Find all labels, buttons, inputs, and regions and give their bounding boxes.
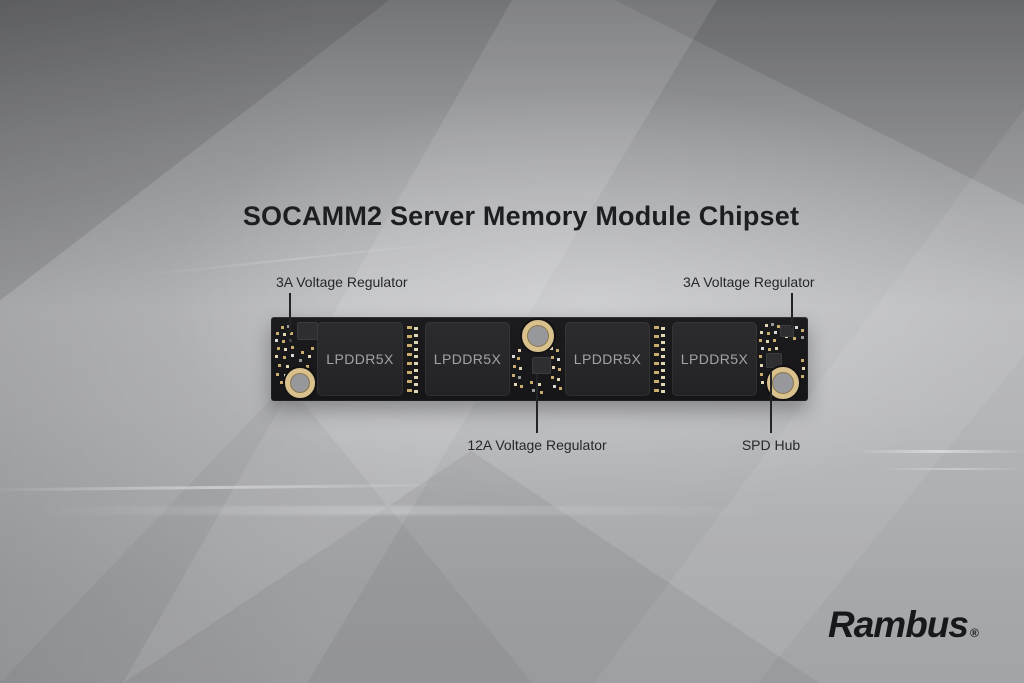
capacitor-strip bbox=[653, 324, 667, 394]
memory-module-board: LPDDR5X LPDDR5X LPDDR5X LPDDR5X bbox=[271, 317, 808, 401]
mounting-hole-right bbox=[767, 367, 799, 399]
smd-components-center bbox=[512, 347, 515, 350]
callout-line-spd-hub bbox=[770, 372, 772, 433]
callout-label-12a-regulator: 12A Voltage Regulator bbox=[467, 437, 607, 453]
spd-hub-chip bbox=[766, 353, 782, 368]
callout-line-3a-regulator-left bbox=[289, 293, 291, 333]
background-light-streak bbox=[880, 468, 1024, 470]
mounting-hole-left bbox=[285, 368, 315, 398]
memory-chip-label: LPDDR5X bbox=[573, 351, 642, 367]
callout-label-spd-hub: SPD Hub bbox=[741, 437, 801, 453]
brand-logo: Rambus® bbox=[828, 604, 979, 646]
callout-line-12a-regulator bbox=[536, 374, 538, 433]
background-light-streak bbox=[0, 483, 451, 492]
callout-label-3a-regulator-right: 3A Voltage Regulator bbox=[683, 274, 815, 290]
memory-chip-label: LPDDR5X bbox=[326, 351, 394, 367]
voltage-regulator-12a-chip bbox=[532, 357, 551, 374]
callout-line-3a-regulator-right bbox=[791, 293, 793, 328]
page-title: SOCAMM2 Server Memory Module Chipset bbox=[242, 201, 800, 231]
memory-chip-3: LPDDR5X bbox=[565, 322, 650, 396]
capacitor-strip bbox=[406, 324, 420, 394]
background-light-streak bbox=[30, 506, 770, 515]
voltage-regulator-3a-right-chip bbox=[780, 325, 794, 337]
callout-label-3a-regulator-left: 3A Voltage Regulator bbox=[276, 274, 408, 290]
brand-wordmark: Rambus bbox=[828, 604, 969, 645]
memory-chip-4: LPDDR5X bbox=[672, 322, 757, 396]
mounting-hole-center bbox=[522, 320, 554, 352]
memory-chip-1: LPDDR5X bbox=[317, 322, 403, 396]
registered-trademark-icon: ® bbox=[969, 626, 979, 640]
memory-chip-label: LPDDR5X bbox=[433, 351, 502, 367]
memory-chip-2: LPDDR5X bbox=[425, 322, 510, 396]
smd-components-left bbox=[275, 325, 278, 328]
background-light-streak bbox=[856, 450, 1024, 453]
memory-chip-label: LPDDR5X bbox=[680, 351, 749, 367]
smd-components-right bbox=[759, 323, 762, 326]
background-light-streak bbox=[130, 240, 460, 278]
voltage-regulator-3a-left-chip bbox=[297, 322, 318, 340]
